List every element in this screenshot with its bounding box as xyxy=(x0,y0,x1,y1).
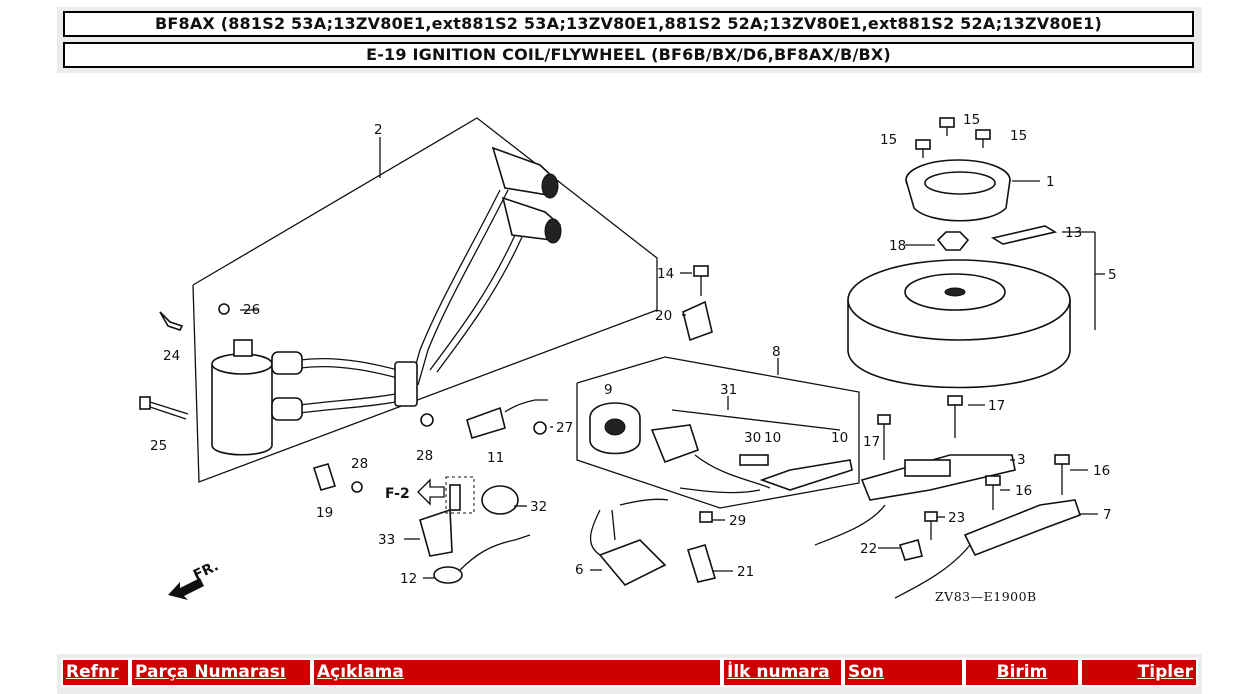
pulser-3[interactable] xyxy=(814,454,1016,546)
col-last[interactable]: Son xyxy=(843,658,964,687)
nut-18[interactable] xyxy=(936,231,970,251)
bracket-21[interactable] xyxy=(686,544,717,583)
callout: 20 xyxy=(655,308,672,324)
callout: 15 xyxy=(880,132,897,148)
callout: 10 xyxy=(831,430,848,446)
callout: 8 xyxy=(772,344,781,360)
parts-table-header: Refnr Parça Numarası Açıklama İlk numara… xyxy=(57,654,1202,694)
col-part-number[interactable]: Parça Numarası xyxy=(130,658,312,687)
callout: 17 xyxy=(863,434,880,450)
callout: 22 xyxy=(860,541,877,557)
flywheel-5[interactable] xyxy=(847,259,1071,389)
callout: 10 xyxy=(764,430,781,446)
callout: 6 xyxy=(575,562,584,578)
callout: 19 xyxy=(316,505,333,521)
callout: 1 xyxy=(1046,174,1055,190)
callout: 30 xyxy=(744,430,761,446)
bolt-14[interactable] xyxy=(693,265,709,296)
nut-26[interactable] xyxy=(218,303,230,315)
callout: 5 xyxy=(1108,267,1117,283)
clip-27[interactable] xyxy=(533,421,547,435)
title-panel: BF8AX (881S2 53A;13ZV80E1,ext881S2 53A;1… xyxy=(57,7,1202,73)
switch-12[interactable] xyxy=(433,534,531,584)
col-description[interactable]: Açıklama xyxy=(312,658,722,687)
callout: 9 xyxy=(604,382,613,398)
callout-leaders xyxy=(240,137,1105,579)
callout: 32 xyxy=(530,499,547,515)
callout: 17 xyxy=(988,398,1005,414)
callout: 18 xyxy=(889,238,906,254)
callout: 21 xyxy=(737,564,754,580)
callout: 28 xyxy=(351,456,368,472)
nut-28[interactable] xyxy=(351,413,434,493)
callout: 13 xyxy=(1065,225,1082,241)
callout: 11 xyxy=(487,450,504,466)
callout: 2 xyxy=(374,122,383,138)
bolt-23[interactable] xyxy=(924,511,938,540)
bolt-15[interactable] xyxy=(915,117,991,158)
front-arrow-icon: FR. xyxy=(168,558,221,600)
electrical-group-8[interactable] xyxy=(576,356,860,509)
bolt-17[interactable] xyxy=(877,395,963,460)
model-title: BF8AX (881S2 53A;13ZV80E1,ext881S2 53A;1… xyxy=(63,11,1194,37)
callout: 24 xyxy=(163,348,180,364)
drawing-code: ZV83—E1900B xyxy=(935,589,1037,604)
clip-22[interactable] xyxy=(898,539,923,561)
bolt-24[interactable] xyxy=(159,311,184,331)
key-13[interactable] xyxy=(990,225,1058,245)
resistor-11[interactable] xyxy=(466,399,548,440)
callout: 14 xyxy=(657,266,674,282)
col-types[interactable]: Tipler xyxy=(1080,658,1198,687)
callout: 15 xyxy=(963,112,980,128)
col-first-number[interactable]: İlk numara xyxy=(722,658,843,687)
callout: 26 xyxy=(243,302,260,318)
callout: 16 xyxy=(1015,483,1032,499)
callout: 28 xyxy=(416,448,433,464)
view-reference[interactable]: F-2 xyxy=(385,476,475,514)
ignition-coil-assembly[interactable] xyxy=(192,117,658,483)
collar-19[interactable] xyxy=(312,463,337,491)
col-refnr[interactable]: Refnr xyxy=(61,658,130,687)
svg-text:F-2: F-2 xyxy=(385,486,410,502)
bolt-25[interactable] xyxy=(139,396,189,420)
callout: 25 xyxy=(150,438,167,454)
callout: 3 xyxy=(1017,452,1026,468)
callout: 31 xyxy=(720,382,737,398)
bolt-16[interactable] xyxy=(985,454,1070,510)
callout: 23 xyxy=(948,510,965,526)
section-title: E-19 IGNITION COIL/FLYWHEEL (BF6B/BX/D6,… xyxy=(63,42,1194,68)
bracket-20[interactable] xyxy=(682,300,713,342)
callout: 16 xyxy=(1093,463,1110,479)
callout: 12 xyxy=(400,571,417,587)
starter-pulley-1[interactable] xyxy=(905,159,1011,222)
callout: 33 xyxy=(378,532,395,548)
bolt-29[interactable] xyxy=(699,511,713,523)
col-unit[interactable]: Birim xyxy=(964,658,1080,687)
regulator-6[interactable] xyxy=(589,498,669,586)
callout: 7 xyxy=(1103,507,1112,523)
callout: 27 xyxy=(556,420,573,436)
callout: 15 xyxy=(1010,128,1027,144)
front-arrow-label: FR. xyxy=(191,558,221,583)
band-32[interactable] xyxy=(481,485,519,515)
bracket-33[interactable] xyxy=(419,484,461,557)
callout-labels: 1 2 3 5 6 7 8 9 10 10 11 12 13 14 15 15 … xyxy=(150,112,1117,587)
callout: 29 xyxy=(729,513,746,529)
exciter-coil-7[interactable] xyxy=(894,499,1082,599)
